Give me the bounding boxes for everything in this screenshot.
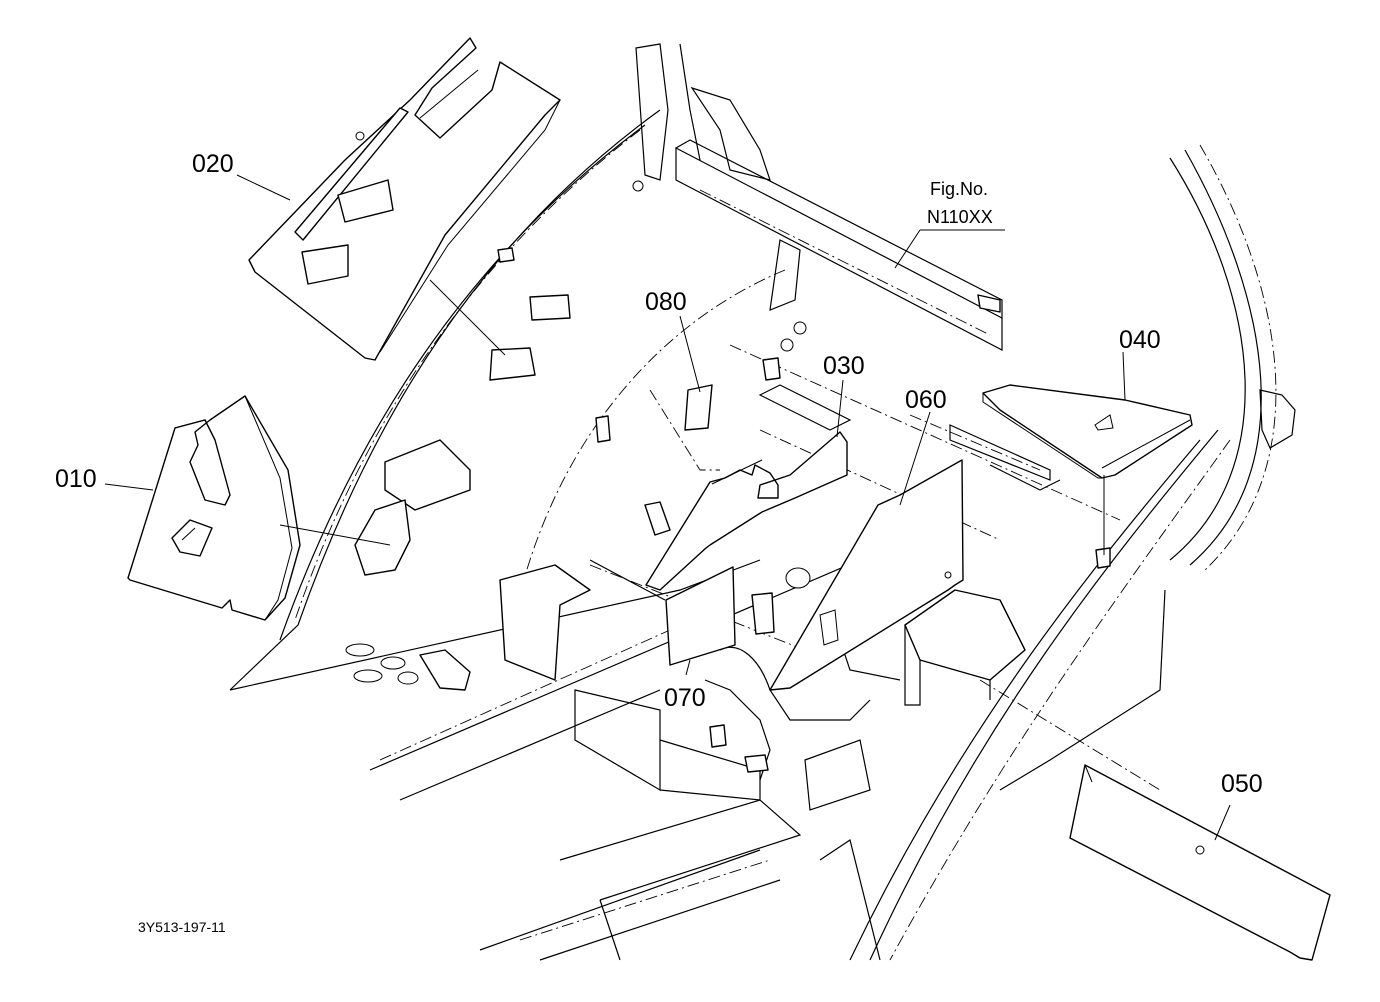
fig-number: N110XX [927,207,993,227]
part-070-panel [665,566,736,666]
callout-050: 050 [1221,770,1263,798]
callout-070: 070 [664,684,706,712]
fig-label: Fig.No. [930,179,988,199]
callout-030: 030 [823,352,865,380]
drawing-code: 3Y513-197-11 [138,919,226,935]
callout-010: 010 [55,465,97,493]
cab-frame [229,43,1296,961]
part-060-panel [769,459,964,691]
callout-040: 040 [1119,326,1161,354]
part-080-panel [684,384,713,431]
part-040-panel [982,384,1193,555]
part-010-panel [127,395,301,621]
leader-lines [104,174,1231,841]
part-020-panel [248,37,561,361]
callout-020: 020 [192,150,234,178]
part-050-panel [1069,764,1331,961]
part-030-panel [645,431,848,591]
callout-060: 060 [905,386,947,414]
callout-080: 080 [645,288,687,316]
